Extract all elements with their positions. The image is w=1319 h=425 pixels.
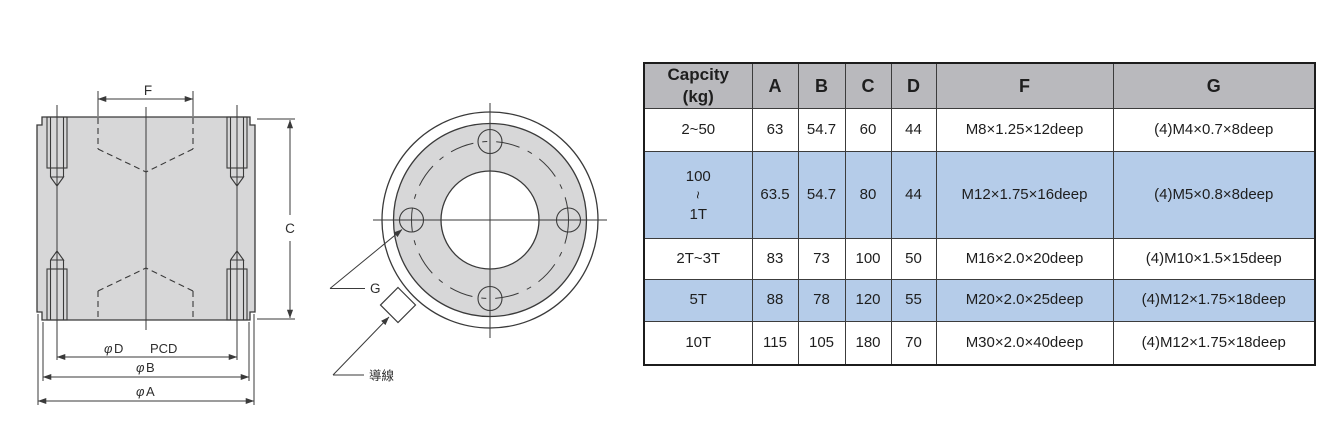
tapped-hole-bottom-left xyxy=(46,250,68,321)
leader-lead-wire: 導線 xyxy=(332,316,395,383)
cell-c: 60 xyxy=(844,108,892,153)
bolt-hole-left xyxy=(398,207,425,233)
cell-capacity: 2~50 xyxy=(643,108,753,153)
dim-f-label: F xyxy=(144,83,152,98)
cell-b: 78 xyxy=(797,279,846,323)
bolt-hole-right xyxy=(555,207,582,233)
capacity-header-line1: Capcity xyxy=(667,65,729,84)
cell-f: M12×1.75×16deep xyxy=(935,151,1114,240)
col-header-d: D xyxy=(890,62,937,110)
col-header-g: G xyxy=(1112,62,1316,110)
col-header-capacity: Capcity (kg) xyxy=(643,62,753,110)
bolt-hole-top xyxy=(477,128,503,155)
dim-b-label: B xyxy=(146,360,155,375)
cell-d: 44 xyxy=(890,151,937,240)
cell-b: 54.7 xyxy=(797,108,846,153)
cell-capacity: 5T xyxy=(643,279,753,323)
dim-a-label: A xyxy=(146,384,155,399)
cell-f: M16×2.0×20deep xyxy=(935,238,1114,281)
cell-a: 83 xyxy=(751,238,799,281)
cell-capacity: 2T~3T xyxy=(643,238,753,281)
cell-d: 70 xyxy=(890,321,937,366)
cell-g: (4)M5×0.8×8deep xyxy=(1112,151,1316,240)
cell-b: 105 xyxy=(797,321,846,366)
cell-f: M30×2.0×40deep xyxy=(935,321,1114,366)
dimension-f: F xyxy=(97,83,194,116)
lead-wire-label: 導線 xyxy=(369,368,395,383)
phi-symbol: φ xyxy=(136,384,145,399)
cell-g: (4)M10×1.5×15deep xyxy=(1112,238,1316,281)
dimension-pcd: φ D PCD xyxy=(56,341,238,361)
table-row: 2~50 63 54.7 60 44 M8×1.25×12deep (4)M4×… xyxy=(643,108,1316,153)
spec-table: Capcity (kg) A B C D F G 2~50 63 54.7 60… xyxy=(643,62,1316,366)
col-header-f: F xyxy=(935,62,1114,110)
cell-d: 50 xyxy=(890,238,937,281)
col-header-c: C xyxy=(844,62,892,110)
pcd-label: PCD xyxy=(150,341,177,356)
cell-c: 180 xyxy=(844,321,892,366)
col-header-b: B xyxy=(797,62,846,110)
table-row: 5T 88 78 120 55 M20×2.0×25deep (4)M12×1.… xyxy=(643,279,1316,323)
cell-a: 88 xyxy=(751,279,799,323)
side-view-drawing: F C φ D PCD φ B φ xyxy=(36,83,295,405)
cell-a: 115 xyxy=(751,321,799,366)
cell-g: (4)M12×1.75×18deep xyxy=(1112,279,1316,323)
capacity-range-bottom: 1T xyxy=(689,205,707,223)
cell-g: (4)M12×1.75×18deep xyxy=(1112,321,1316,366)
cable-connector xyxy=(379,286,417,324)
top-view-drawing: G 導線 xyxy=(329,103,607,383)
phi-symbol: φ xyxy=(136,360,145,375)
cell-d: 55 xyxy=(890,279,937,323)
phi-symbol: φ xyxy=(104,341,113,356)
cell-capacity: 100 ~ 1T xyxy=(643,151,753,240)
dimension-b: φ B xyxy=(42,322,250,381)
cell-b: 54.7 xyxy=(797,151,846,240)
cell-c: 80 xyxy=(844,151,892,240)
capacity-range-tilde: ~ xyxy=(690,190,707,199)
tapped-hole-bottom-right xyxy=(226,250,248,321)
hidden-bore-lines xyxy=(97,118,194,319)
cell-capacity: 10T xyxy=(643,321,753,366)
col-header-a: A xyxy=(751,62,799,110)
dimension-a: φ A xyxy=(37,314,255,405)
cell-c: 120 xyxy=(844,279,892,323)
cell-g: (4)M4×0.7×8deep xyxy=(1112,108,1316,153)
bolt-hole-bottom xyxy=(477,285,503,312)
table-row: 2T~3T 83 73 100 50 M16×2.0×20deep (4)M10… xyxy=(643,238,1316,281)
dim-g-label: G xyxy=(370,281,381,296)
header-row: Capcity (kg) A B C D F G xyxy=(643,62,1316,110)
cell-d: 44 xyxy=(890,108,937,153)
table-row: 10T 115 105 180 70 M30×2.0×40deep (4)M12… xyxy=(643,321,1316,366)
tapped-hole-top-right xyxy=(226,116,248,187)
capacity-range-top: 100 xyxy=(685,167,711,185)
dim-d-label: D xyxy=(114,341,123,356)
cell-b: 73 xyxy=(797,238,846,281)
cell-a: 63 xyxy=(751,108,799,153)
dim-c-label: C xyxy=(285,221,295,236)
cell-f: M8×1.25×12deep xyxy=(935,108,1114,153)
leader-g: G xyxy=(329,229,403,296)
cell-c: 100 xyxy=(844,238,892,281)
cell-a: 63.5 xyxy=(751,151,799,240)
table-row: 100 ~ 1T 63.5 54.7 80 44 M12×1.75×16deep… xyxy=(643,151,1316,240)
dimension-c: C xyxy=(257,118,295,320)
cell-f: M20×2.0×25deep xyxy=(935,279,1114,323)
tapped-hole-top-left xyxy=(46,116,68,187)
capacity-header-line2: (kg) xyxy=(682,87,714,107)
